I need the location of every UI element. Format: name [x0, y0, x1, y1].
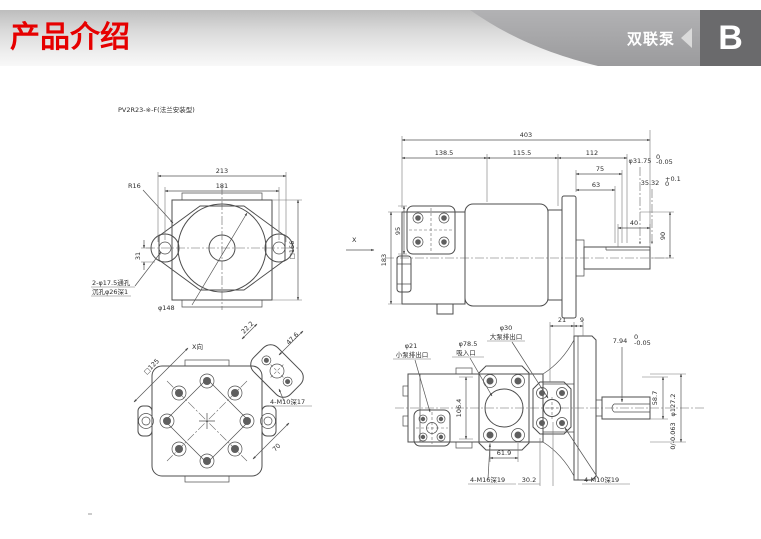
section-letter-tab: B — [700, 10, 761, 66]
shaft-tol-top: 0 — [656, 153, 660, 161]
dim-75: 75 — [596, 165, 604, 173]
dim-30-2: 30.2 — [522, 476, 536, 484]
drive-shaft — [583, 246, 651, 270]
bottom-view: 106.4 7.94 0 - — [393, 316, 706, 486]
chevron-left-icon — [681, 28, 692, 48]
x-view-label: X向 — [192, 342, 203, 351]
key-w-tol-top: 0 — [634, 333, 638, 341]
dim-outlet-d30: φ30 — [500, 324, 513, 332]
dim-outlet-d21: φ21 — [405, 342, 418, 350]
note-large-pump-outlet: 大泵排出口 — [490, 332, 523, 341]
mounting-flange-outline — [158, 205, 286, 291]
dim-overall-length: 403 — [520, 131, 532, 139]
key-w-tol-bot: -0.05 — [634, 339, 651, 347]
view-direction-label: X — [352, 236, 357, 244]
dim-ear-radius: R16 — [128, 182, 141, 190]
rear-port-face — [406, 205, 456, 255]
x-direction-view: X向 □125 70 — [133, 320, 312, 483]
note-suction-inlet: 吸入口 — [456, 349, 476, 357]
note-outlet-bolts: 4-M10深19 — [584, 475, 619, 484]
dim-106-4: 106.4 — [455, 399, 463, 418]
dim-shaft-dia: φ31.75 — [629, 157, 652, 165]
note-through-holes-2: 沉孔φ26深1 — [92, 287, 128, 296]
front-view: 213 181 R16 31 □166 φ148 2-φ17.5通孔 沉孔φ26… — [91, 167, 302, 312]
dim-bolt-spacing: 181 — [216, 182, 228, 190]
note-suction-bolts: 4-M16深19 — [470, 475, 505, 484]
suction-port-bore — [484, 388, 524, 428]
key-tol-bot: 0 — [665, 180, 669, 188]
dim-suction-d78-5: φ78.5 — [459, 340, 478, 348]
dim-front-section: 112 — [586, 149, 598, 157]
suction-flange — [478, 365, 530, 451]
dim-overall-width: 213 — [216, 167, 228, 175]
dim-body-height: 183 — [380, 254, 388, 266]
note-small-pump-outlet: 小泵排出口 — [396, 350, 429, 359]
dim-port-47-6: 47.6 — [285, 331, 301, 347]
dim-key-height: 35.32 — [641, 179, 660, 187]
dim-mid-section: 115.5 — [513, 149, 532, 157]
shaft-tol-bot: -0.05 — [656, 158, 673, 166]
dim-pilot-127-2: φ127.2 — [669, 394, 677, 417]
dim-key-width: 7.94 — [613, 337, 627, 345]
outlet-flange — [532, 381, 572, 435]
shaft-bottom-view — [601, 396, 651, 420]
dim-21: 21 — [558, 316, 566, 324]
note-port-bolts: 4-M10深17 — [270, 397, 305, 406]
mounting-flange-side — [561, 195, 577, 319]
dim-rear-section: 138.5 — [435, 149, 454, 157]
dim-port-height: 95 — [394, 227, 402, 235]
pilot-tol: 0/-0.063 — [669, 422, 677, 449]
side-view: 403 138.5 115.5 112 75 63 40 φ31.75 0 -0… — [346, 130, 681, 319]
rear-port-bolts — [412, 212, 450, 248]
front-cover — [547, 209, 563, 301]
dim-offset-31: 31 — [134, 252, 142, 260]
dim-58-7: 58.7 — [651, 391, 659, 405]
dim-9: 9 — [580, 316, 584, 324]
rear-outlet-port-detail — [250, 344, 304, 398]
pump-category-label: 双联泵 — [626, 30, 675, 48]
dim-key-length: 40 — [630, 219, 638, 227]
page-title: 产品介绍 — [10, 21, 130, 54]
dim-63: 63 — [592, 181, 600, 189]
mounting-plate-bottom — [573, 335, 597, 481]
key-tol-top: +0.1 — [665, 175, 681, 183]
section-letter: B — [718, 18, 743, 57]
note-through-holes-1: 2-φ17.5通孔 — [92, 278, 131, 287]
dim-70: 70 — [271, 442, 283, 454]
dim-height-90: 90 — [659, 232, 667, 240]
dim-61-9: 61.9 — [497, 449, 511, 457]
dim-pilot-dia: φ148 — [158, 304, 175, 312]
front-pump-body — [464, 203, 549, 307]
dim-body-square: □166 — [288, 241, 296, 260]
rear-outlet-face — [413, 409, 451, 447]
dim-port-22-2: 22.2 — [240, 320, 256, 336]
drawing-title: PV2R23-※-F(法兰安装型) — [118, 105, 195, 114]
header-swoosh — [470, 10, 700, 66]
